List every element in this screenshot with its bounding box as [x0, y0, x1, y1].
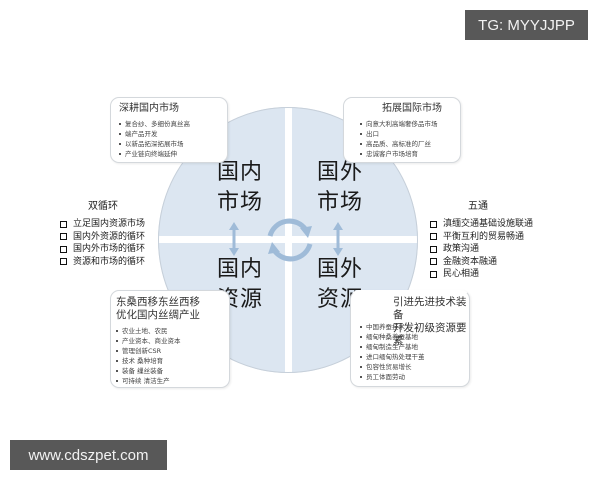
label-domestic-resources: 国内资源 — [216, 257, 263, 312]
list-title: 五通 — [468, 201, 488, 212]
checkbox-icon — [60, 233, 67, 241]
list-item: 进口缅甸热处理干茧 — [360, 352, 425, 362]
checkbox-icon — [430, 258, 437, 266]
list-item: 产业资本、商业资本 — [116, 336, 229, 346]
five-connectivity-list: 五通 滇缅交通基础设施联通 平衡互利的贸易畅通 政策沟通 金融资本融通 民心相通 — [430, 200, 560, 281]
checkbox-icon — [60, 245, 67, 253]
list-item: 滇缅交通基础设施联通 — [430, 218, 560, 231]
watermark-website: www.cdszpet.com — [10, 440, 167, 470]
list-item: 可持续 清洁生产 — [116, 376, 229, 386]
list-item: 立足国内资源市场 — [60, 218, 160, 231]
dual-circulation-list: 双循环 立足国内资源市场 国内外资源的循环 国内外市场的循环 资源和市场的循环 — [60, 200, 160, 268]
double-arrow-right-icon — [333, 222, 343, 256]
list-item: 资源和市场的循环 — [60, 256, 160, 269]
checkbox-icon — [430, 270, 437, 278]
list-item: 民心相通 — [430, 268, 560, 281]
list-item: 管理创新CSR — [116, 346, 229, 356]
label-foreign-market: 国外市场 — [316, 160, 363, 215]
checkbox-icon — [60, 258, 67, 266]
checkbox-icon — [60, 220, 67, 228]
label-domestic-market: 国内市场 — [216, 160, 263, 215]
list-item: 忠诚客户市场培育 — [360, 149, 460, 159]
list-item: 中国养蚕技术 — [360, 322, 425, 332]
box-introduce-technology: 引进先进技术装备 开发初级资源要素 — [350, 290, 470, 387]
list-item: 技术 桑种培育 — [116, 356, 229, 366]
list-item: 包容性贸易增长 — [360, 362, 425, 372]
box-title: 引进先进技术装备 开发初级资源要素 — [393, 296, 467, 347]
list-item: 端产品开发 — [119, 129, 227, 139]
box-title: 深耕国内市场 — [119, 103, 179, 114]
cycle-arrows-icon — [267, 218, 313, 262]
list-item: 出口 — [360, 129, 460, 139]
checkbox-icon — [430, 220, 437, 228]
list-title: 双循环 — [88, 201, 118, 212]
list-item: 缅甸制造生产基地 — [360, 342, 425, 352]
list-item: 缅甸种桑养蚕基地 — [360, 332, 425, 342]
double-arrow-left-icon — [229, 222, 239, 256]
list-item: 国内外资源的循环 — [60, 231, 160, 244]
list-item: 国内外市场的循环 — [60, 243, 160, 256]
watermark-tg: TG: MYYJJPP — [465, 10, 588, 40]
box-title: 东桑西移东丝西移 优化国内丝绸产业 — [116, 296, 200, 321]
box-optimize-domestic-silk: 东桑西移东丝西移 优化国内丝绸产业 农业土地、农民 产业资本、商业资本 管理创新… — [110, 290, 230, 388]
list-item: 向意大利高端奢侈品市场 — [360, 119, 460, 129]
checkbox-icon — [430, 233, 437, 241]
checkbox-icon — [430, 245, 437, 253]
list-item: 产业链向终端延伸 — [119, 149, 227, 159]
list-item: 装备 缫丝装备 — [116, 366, 229, 376]
list-item: 复合纱、多细份真丝高 — [119, 119, 227, 129]
box-expand-international-market: 拓展国际市场 向意大利高端奢侈品市场 出口 高品质、高标准的厂丝 忠诚客户市场培… — [343, 97, 461, 163]
list-item: 政策沟通 — [430, 243, 560, 256]
box-title: 拓展国际市场 — [382, 103, 442, 114]
list-item: 高品质、高标准的厂丝 — [360, 139, 460, 149]
box-deepen-domestic-market: 深耕国内市场 复合纱、多细份真丝高 端产品开发 以新品拓深拓展市场 产业链向终端… — [110, 97, 228, 163]
box-introduce-technology-list: 中国养蚕技术 缅甸种桑养蚕基地 缅甸制造生产基地 进口缅甸热处理干茧 包容性贸易… — [360, 322, 425, 382]
list-item: 以新品拓深拓展市场 — [119, 139, 227, 149]
list-item: 平衡互利的贸易畅通 — [430, 231, 560, 244]
list-item: 农业土地、农民 — [116, 326, 229, 336]
list-item: 员工体面劳动 — [360, 372, 425, 382]
list-item: 金融资本融通 — [430, 256, 560, 269]
